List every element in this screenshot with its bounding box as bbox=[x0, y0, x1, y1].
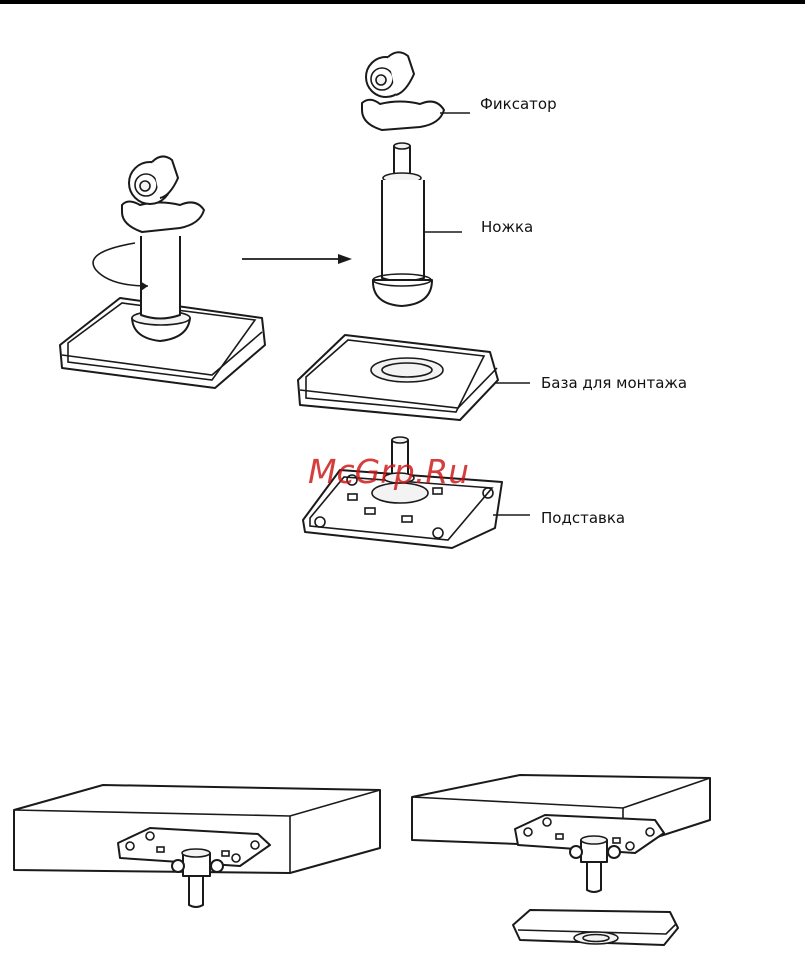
leg-label: Ножка bbox=[481, 218, 533, 236]
mount-base-label: База для монтажа bbox=[541, 374, 687, 392]
stand-label: Подставка bbox=[541, 509, 625, 527]
lock-part-drawing bbox=[362, 52, 470, 130]
ceiling-mount-left-drawing bbox=[14, 785, 380, 907]
assembled-stand-drawing bbox=[60, 156, 265, 388]
mount-base-drawing bbox=[298, 335, 530, 420]
ceiling-mount-right-drawing bbox=[412, 775, 710, 945]
leg-part-drawing bbox=[373, 143, 462, 306]
watermark: McGrp.Ru bbox=[308, 452, 469, 491]
lock-label: Фиксатор bbox=[480, 95, 557, 113]
